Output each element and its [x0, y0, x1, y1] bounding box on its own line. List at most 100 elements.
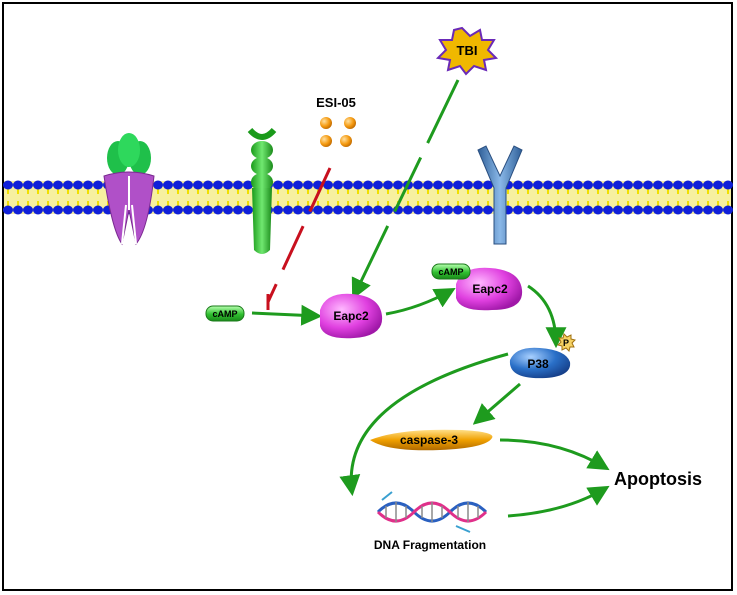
eapc2-binding-arrow — [385, 287, 456, 316]
lipid-head — [663, 205, 673, 215]
lipid-head — [703, 205, 713, 215]
lipid-head — [403, 205, 413, 215]
lipid-head — [713, 205, 723, 215]
lipid-head — [273, 180, 283, 190]
lipid-head — [723, 205, 733, 215]
lipid-head — [293, 205, 303, 215]
caspase-3-label: caspase-3 — [400, 433, 458, 447]
lipid-head — [443, 205, 453, 215]
lipid-head — [183, 205, 193, 215]
lipid-head — [613, 180, 623, 190]
lipid-head — [463, 205, 473, 215]
lipid-head — [373, 205, 383, 215]
lipid-head — [93, 180, 103, 190]
lipid-head — [33, 205, 43, 215]
dna-helix — [376, 491, 488, 533]
lipid-head — [383, 205, 393, 215]
lipid-head — [423, 180, 433, 190]
esi-inhibition-line — [266, 167, 332, 310]
lipid-head — [333, 205, 343, 215]
lipid-head — [623, 205, 633, 215]
lipid-head — [453, 180, 463, 190]
lipid-head — [163, 205, 173, 215]
esi-05-label: ESI-05 — [316, 95, 356, 110]
lipid-head — [223, 205, 233, 215]
camp-free-label: cAMP — [212, 309, 237, 319]
lipid-head — [683, 205, 693, 215]
lipid-head — [283, 180, 293, 190]
lipid-head — [603, 180, 613, 190]
tbi-star — [435, 26, 499, 76]
lipid-head — [543, 180, 553, 190]
lipid-head — [523, 205, 533, 215]
esi-05-molecules — [320, 117, 356, 147]
lipid-head — [23, 205, 33, 215]
lipid-head — [513, 180, 523, 190]
lipid-head — [483, 180, 493, 190]
lipid-head — [553, 180, 563, 190]
lipid-head — [293, 180, 303, 190]
lipid-head — [73, 180, 83, 190]
lipid-head — [453, 205, 463, 215]
p38-protein — [509, 347, 571, 379]
lipid-head — [633, 205, 643, 215]
lipid-head — [13, 180, 23, 190]
lipid-head — [63, 205, 73, 215]
eapc2-to-p38-arrow — [527, 284, 567, 349]
lipid-head — [563, 180, 573, 190]
eapc2-right-label: Eapc2 — [472, 282, 508, 296]
lipid-head — [623, 180, 633, 190]
p38-to-caspase-arrow — [472, 382, 521, 425]
lipid-head — [53, 205, 63, 215]
phospho-badge — [557, 333, 576, 352]
lipid-head — [273, 205, 283, 215]
lipid-head — [723, 180, 733, 190]
lipid-head — [373, 180, 383, 190]
lipid-head — [93, 205, 103, 215]
lipid-head — [653, 205, 663, 215]
lipid-head — [163, 180, 173, 190]
lipid-head — [423, 205, 433, 215]
lipid-head — [633, 180, 643, 190]
lipid-head — [243, 205, 253, 215]
lipid-head — [173, 205, 183, 215]
lipid-head — [23, 180, 33, 190]
camp-to-eapc2-arrow — [251, 304, 323, 326]
lipid-head — [413, 180, 423, 190]
lipid-head — [643, 205, 653, 215]
lipid-head — [553, 205, 563, 215]
lipid-head — [693, 180, 703, 190]
p38-to-dna-arrow — [339, 352, 509, 497]
lipid-head — [353, 205, 363, 215]
lipid-head — [673, 180, 683, 190]
lipid-head — [3, 180, 13, 190]
eapc2-right-protein — [456, 267, 523, 311]
lipid-head — [53, 180, 63, 190]
dna-to-apoptosis-arrow — [507, 485, 610, 518]
lipid-head — [533, 180, 543, 190]
lipid-head — [183, 180, 193, 190]
lipid-head — [233, 180, 243, 190]
lipid-head — [243, 180, 253, 190]
lipid-head — [563, 205, 573, 215]
lipid-head — [343, 205, 353, 215]
lipid-head — [433, 180, 443, 190]
channel-protein — [103, 133, 155, 246]
lipid-head — [193, 205, 203, 215]
lipid-head — [83, 205, 93, 215]
lipid-head — [433, 205, 443, 215]
lipid-head — [193, 180, 203, 190]
camp-bound-label: cAMP — [438, 267, 463, 277]
lipid-head — [323, 180, 333, 190]
caspase-to-apoptosis-arrow — [499, 438, 610, 471]
lipid-head — [343, 180, 353, 190]
lipid-head — [353, 180, 363, 190]
lipid-head — [693, 205, 703, 215]
lipid-head — [603, 205, 613, 215]
lipid-head — [233, 205, 243, 215]
apoptosis-label: Apoptosis — [614, 469, 702, 489]
lipid-head — [213, 180, 223, 190]
lipid-head — [33, 180, 43, 190]
lipid-head — [593, 205, 603, 215]
